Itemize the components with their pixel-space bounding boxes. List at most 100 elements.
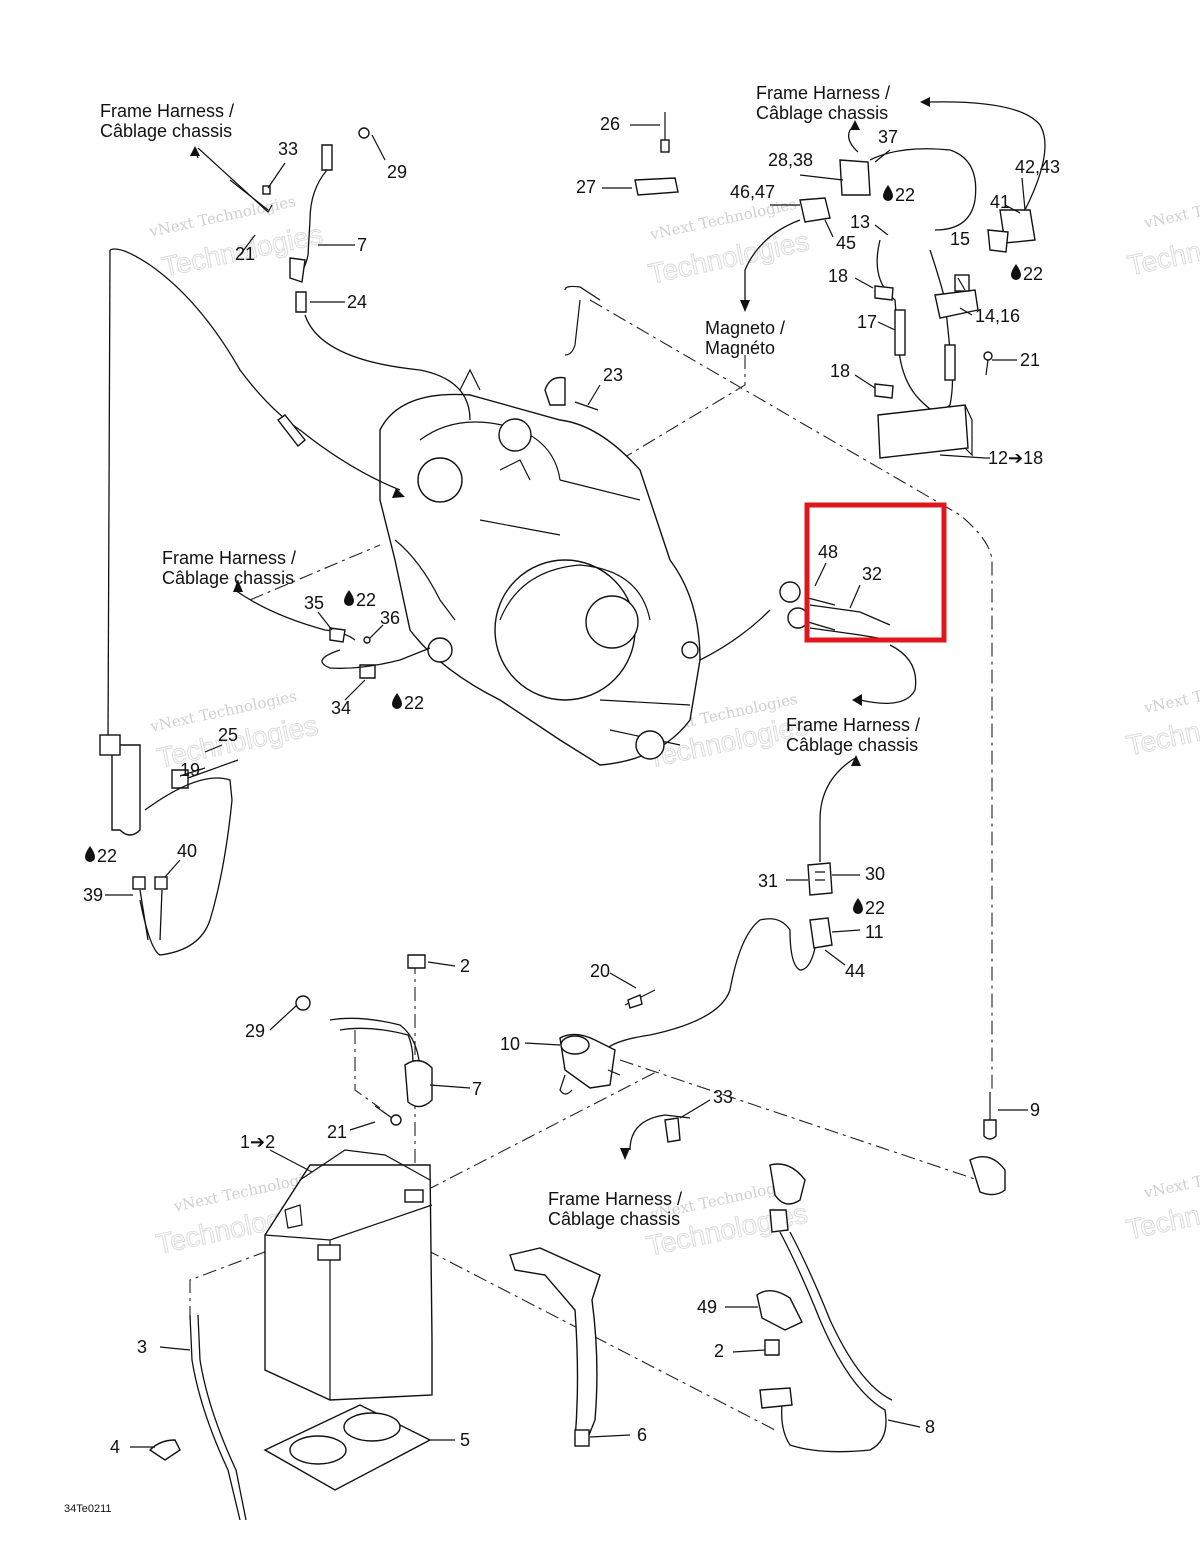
callout-42-43: 42,43 (1015, 157, 1060, 177)
callout-28-38: 28,38 (768, 150, 813, 170)
callout-22e: 22 (85, 846, 117, 866)
wires-34-35-36 (234, 589, 431, 679)
frame-harness-mr-fr: Câblage chassis (786, 735, 918, 755)
callout-34: 34 (331, 698, 351, 718)
callout-35: 35 (304, 593, 324, 613)
watermark-text: vNext Technologies (1141, 1153, 1200, 1202)
callout-21c: 21 (327, 1122, 347, 1142)
callout-33a: 33 (278, 139, 298, 159)
callout-17: 17 (857, 312, 877, 332)
callout-29a: 29 (387, 162, 407, 182)
stator-wires (699, 581, 917, 704)
ground-strap-top (197, 127, 370, 283)
callout-10: 10 (500, 1034, 520, 1054)
battery-cable-8 (756, 1163, 893, 1453)
callout-29b: 29 (245, 1021, 265, 1041)
arrow-icon (740, 300, 750, 312)
frame-harness-b-fr: Câblage chassis (548, 1209, 680, 1229)
leader-lines (105, 124, 1028, 1448)
callout-39: 39 (83, 885, 103, 905)
magneto-en: Magneto / (705, 318, 785, 338)
figure-code: 34Te0211 (64, 1503, 112, 1515)
spark-plug-cable (109, 248, 471, 491)
callout-22d: 22 (392, 693, 424, 713)
svg-text:22: 22 (97, 846, 117, 866)
callout-4: 4 (110, 1437, 120, 1457)
lubricant-callouts: 22 22 22 22 22 22 (85, 185, 1043, 918)
frame-harness-ml-en: Frame Harness / (162, 548, 296, 568)
frame-harness-tl-fr: Câblage chassis (100, 121, 232, 141)
callout-13: 13 (850, 212, 870, 232)
drop-icon (344, 590, 354, 606)
callout-8: 8 (925, 1417, 935, 1437)
battery (264, 1149, 433, 1401)
ignition-coil (99, 249, 239, 956)
callout-18b: 18 (830, 361, 850, 381)
solenoid-10 (559, 989, 656, 1095)
direction-arrows (190, 97, 930, 1160)
svg-text:22: 22 (865, 898, 885, 918)
frame-harness-tr-fr: Câblage chassis (756, 103, 888, 123)
callout-21b: 21 (1020, 350, 1040, 370)
callout-27: 27 (576, 177, 596, 197)
callout-15: 15 (950, 229, 970, 249)
arrow-icon (190, 146, 200, 156)
callout-40: 40 (177, 841, 197, 861)
arrow-icon (233, 580, 243, 592)
callout-14-16: 14,16 (975, 306, 1020, 326)
frame-harness-tl-en: Frame Harness / (100, 101, 234, 121)
section-headings: Frame Harness / Câblage chassis Frame Ha… (100, 83, 920, 1229)
callout-3: 3 (137, 1337, 147, 1357)
callout-labels: 33 29 7 21 24 26 27 23 37 28,38 46,47 45… (83, 114, 1060, 1457)
callout-26: 26 (600, 114, 620, 134)
frame-harness-tr-en: Frame Harness / (756, 83, 890, 103)
magneto-fr: Magnéto (705, 338, 775, 358)
drop-icon (85, 846, 95, 862)
callout-22c: 22 (344, 590, 376, 610)
frame-harness-ml-fr: Câblage chassis (162, 568, 294, 588)
drop-icon (392, 693, 402, 709)
wire-33-ground-9 (629, 1092, 1006, 1196)
frame-harness-b-en: Frame Harness / (548, 1189, 682, 1209)
callout-22f: 22 (853, 898, 885, 918)
callout-23: 23 (603, 365, 623, 385)
callout-20: 20 (590, 961, 610, 981)
watermark-text: vNext Technologies (1141, 668, 1200, 717)
callout-22a: 22 (883, 185, 915, 205)
callout-48: 48 (818, 542, 838, 562)
callout-19: 19 (180, 760, 200, 780)
callout-30: 30 (865, 864, 885, 884)
connector-39-40 (132, 876, 168, 941)
arrow-icon (850, 120, 860, 130)
harness-connectors-right (874, 239, 993, 459)
drop-icon (1011, 264, 1021, 280)
engine-assembly (379, 285, 701, 766)
callout-32: 32 (862, 564, 882, 584)
frame-harness-mr-en: Frame Harness / (786, 715, 920, 735)
callout-5: 5 (460, 1430, 470, 1450)
callout-9: 9 (1030, 1100, 1040, 1120)
callout-33b: 33 (713, 1087, 733, 1107)
battery-pad (263, 1404, 432, 1491)
arrow-icon (852, 694, 862, 706)
highlight-box (804, 502, 947, 643)
callout-7b: 7 (472, 1079, 482, 1099)
connectors-30-31-11-44 (604, 757, 856, 1051)
callout-24: 24 (347, 292, 367, 312)
arrow-icon (920, 97, 930, 107)
svg-text:22: 22 (356, 590, 376, 610)
callout-6: 6 (637, 1425, 647, 1445)
arrow-icon (620, 1148, 630, 1160)
ground-strap-bottom (295, 954, 433, 1126)
arrow-icon (392, 488, 405, 498)
callout-21a: 21 (235, 244, 255, 264)
harness-connectors-top (744, 101, 1046, 300)
battery-strap (509, 1247, 601, 1447)
callout-36: 36 (380, 608, 400, 628)
callout-25: 25 (218, 725, 238, 745)
callout-44: 44 (845, 961, 865, 981)
callout-49: 49 (697, 1297, 717, 1317)
callout-2b: 2 (714, 1341, 724, 1361)
watermark-text: vNext Technologies (1141, 183, 1200, 232)
